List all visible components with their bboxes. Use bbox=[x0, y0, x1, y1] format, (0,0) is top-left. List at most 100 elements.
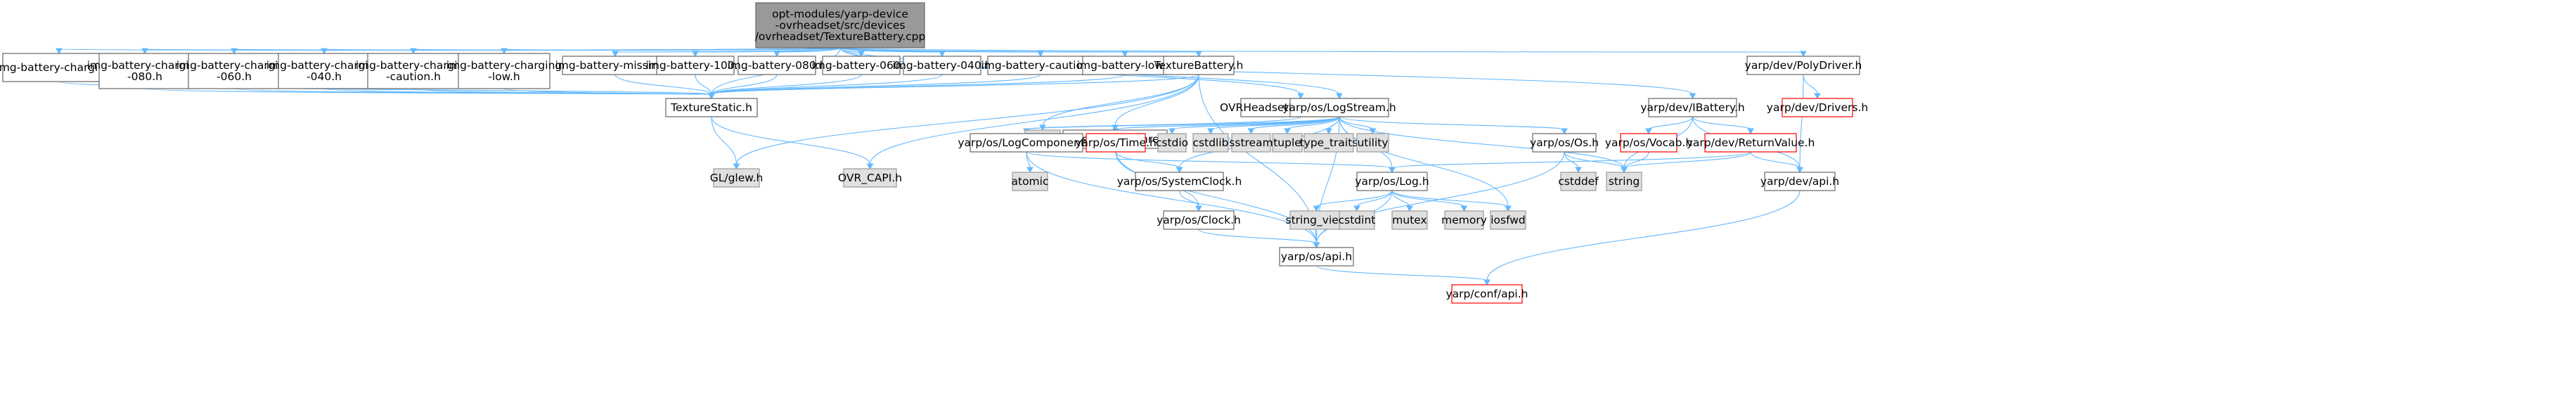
node-box-cstdint bbox=[1339, 210, 1375, 230]
node-label-ibccau-line-1: -caution.h bbox=[386, 70, 441, 83]
edge-tb-to-pt bbox=[1114, 74, 1199, 127]
edge-ls-to-lc bbox=[1026, 116, 1340, 130]
edge-arrowhead-ls-to-tuple bbox=[1284, 128, 1291, 135]
edge-ibm-to-ts bbox=[614, 74, 712, 95]
node-clock[interactable]: yarp/os/Clock.h bbox=[1157, 210, 1241, 230]
node-cstdint: cstdint bbox=[1339, 210, 1375, 230]
node-sstream: sstream bbox=[1229, 133, 1273, 153]
edge-clock-to-osapi bbox=[1198, 229, 1318, 244]
node-osapi[interactable]: yarp/os/api.h bbox=[1279, 247, 1354, 267]
node-confapi[interactable]: yarp/conf/api.h bbox=[1445, 284, 1528, 304]
node-box-glew bbox=[713, 168, 760, 188]
node-ib060[interactable]: img-battery-060.h bbox=[811, 56, 911, 75]
edge-root-to-pd bbox=[839, 47, 1804, 53]
node-ibccau[interactable]: img-battery-charging-caution.h bbox=[356, 53, 471, 89]
edge-arrowhead-root-to-ibclow bbox=[501, 48, 508, 55]
edge-os-to-cstddef bbox=[1564, 151, 1579, 169]
node-ib080[interactable]: img-battery-080.h bbox=[727, 56, 827, 75]
node-label-cstdio-line-0: cstdio bbox=[1156, 136, 1188, 149]
node-label-ibcau-line-0: img-battery-caution.h bbox=[981, 59, 1100, 72]
node-drv[interactable]: yarp/dev/Drivers.h bbox=[1767, 98, 1868, 117]
edge-ib100-to-ts bbox=[695, 74, 712, 95]
node-sysclock[interactable]: yarp/os/SystemClock.h bbox=[1117, 172, 1242, 191]
edge-tb-to-array bbox=[1042, 74, 1199, 127]
edge-arrowhead-root-to-ibc040 bbox=[321, 48, 328, 55]
edge-ls-to-os bbox=[1339, 116, 1565, 130]
edge-arrowhead-root-to-ls bbox=[1336, 93, 1343, 100]
node-box-ts bbox=[665, 98, 758, 117]
node-time[interactable]: yarp/os/Time.h bbox=[1075, 133, 1157, 153]
node-os[interactable]: yarp/os/Os.h bbox=[1530, 133, 1599, 153]
node-box-vocab bbox=[1620, 133, 1677, 153]
node-log[interactable]: yarp/os/Log.h bbox=[1355, 172, 1429, 191]
node-mutex: mutex bbox=[1391, 210, 1428, 230]
node-cstdio: cstdio bbox=[1156, 133, 1188, 153]
node-label-drv-line-0: yarp/dev/Drivers.h bbox=[1767, 101, 1868, 114]
node-label-memory-line-0: memory bbox=[1441, 214, 1487, 226]
node-ibcau[interactable]: img-battery-caution.h bbox=[981, 56, 1100, 75]
node-box-ibcau bbox=[987, 56, 1094, 75]
edge-arrowhead-root-to-ibc060 bbox=[231, 48, 238, 55]
node-box-ibc bbox=[2, 53, 116, 82]
node-iosfwd: iosfwd bbox=[1490, 210, 1526, 230]
node-box-cstddef bbox=[1560, 172, 1597, 191]
edge-ls-to-cstdlib bbox=[1210, 116, 1340, 130]
edge-arrowhead-log-to-memory bbox=[1460, 205, 1468, 212]
node-rv[interactable]: yarp/dev/ReturnValue.h bbox=[1687, 133, 1815, 153]
edge-arrowhead-ls-to-cstdio bbox=[1168, 128, 1176, 135]
edge-sysclock-to-clock bbox=[1178, 190, 1199, 207]
node-tb[interactable]: TextureBattery.h bbox=[1154, 56, 1244, 75]
node-label-ts-line-0: TextureStatic.h bbox=[670, 101, 752, 114]
edge-arrowhead-root-to-ib080 bbox=[773, 51, 780, 58]
node-cstdlib: cstdlib bbox=[1192, 133, 1229, 153]
node-label-iblow-line-0: img-battery-low.h bbox=[1077, 59, 1173, 72]
node-label-lc-line-0: yarp/os/LogComponent.h bbox=[958, 136, 1095, 149]
node-box-utility bbox=[1356, 133, 1389, 153]
edge-arrowhead-ls-to-typetraits bbox=[1325, 128, 1332, 135]
node-box-rv bbox=[1704, 133, 1797, 153]
node-devapi[interactable]: yarp/dev/api.h bbox=[1760, 172, 1839, 191]
node-box-ovrcapi bbox=[843, 168, 897, 188]
node-label-ib080-line-0: img-battery-080.h bbox=[727, 59, 826, 72]
node-label-cstdlib-line-0: cstdlib bbox=[1193, 136, 1229, 149]
node-ls[interactable]: yarp/os/LogStream.h bbox=[1282, 98, 1396, 117]
node-ibc080[interactable]: img-battery-charging-080.h bbox=[87, 53, 202, 89]
node-vocab[interactable]: yarp/os/Vocab.h bbox=[1605, 133, 1692, 153]
edge-arrowhead-log-to-iosfwd bbox=[1505, 205, 1512, 212]
edge-ts-to-glew bbox=[711, 116, 738, 165]
node-ts[interactable]: TextureStatic.h bbox=[665, 98, 758, 117]
node-label-ibc060-line-0: img-battery-charging bbox=[176, 59, 292, 72]
node-box-ib080 bbox=[738, 56, 816, 75]
edge-log-to-mutex bbox=[1391, 190, 1410, 207]
node-ib100[interactable]: img-battery-100.h bbox=[645, 56, 745, 75]
edge-arrowhead-ts-to-ovrcapi bbox=[866, 163, 874, 170]
node-label-os-line-0: yarp/os/Os.h bbox=[1530, 136, 1599, 149]
edge-log-to-stringview bbox=[1315, 190, 1393, 207]
node-ib040[interactable]: img-battery-040.h bbox=[892, 56, 992, 75]
node-lc[interactable]: yarp/os/LogComponent.h bbox=[958, 133, 1095, 153]
edge-arrowhead-devapi-to-confapi bbox=[1483, 279, 1490, 286]
node-memory: memory bbox=[1441, 210, 1487, 230]
node-label-vocab-line-0: yarp/os/Vocab.h bbox=[1605, 136, 1692, 149]
node-box-ls bbox=[1289, 98, 1389, 117]
node-ovrcapi: OVR_CAPI.h bbox=[838, 168, 902, 188]
node-label-tb-line-0: TextureBattery.h bbox=[1154, 59, 1244, 72]
node-ibc[interactable]: img-battery-charging.h bbox=[0, 53, 122, 82]
node-ibm[interactable]: img-battery-missing.h bbox=[555, 56, 676, 75]
node-ibclow[interactable]: img-battery-charging-low.h bbox=[446, 53, 562, 89]
node-pd[interactable]: yarp/dev/PolyDriver.h bbox=[1745, 56, 1862, 75]
edge-root-to-ib100 bbox=[695, 47, 841, 53]
edge-arrowhead-sysclock-to-clock bbox=[1195, 205, 1202, 212]
node-box-cstdio bbox=[1157, 133, 1187, 153]
edge-root-to-tb bbox=[839, 47, 1199, 53]
edge-arrowhead-ls-to-cstdlib bbox=[1207, 128, 1214, 135]
node-root[interactable]: opt-modules/yarp-device-ovrheadset/src/d… bbox=[755, 2, 926, 49]
node-label-stringview-line-0: string_view bbox=[1286, 214, 1348, 227]
edge-arrowhead-rv-to-string bbox=[1621, 167, 1628, 174]
edge-arrowhead-log-to-stringview bbox=[1313, 205, 1320, 212]
edge-ib040-to-ts bbox=[711, 74, 943, 95]
node-box-tb bbox=[1163, 56, 1235, 75]
edge-tb-to-ts bbox=[711, 74, 1199, 95]
node-ibat[interactable]: yarp/dev/IBattery.h bbox=[1640, 98, 1745, 117]
edge-time-to-sysclock bbox=[1115, 151, 1180, 169]
